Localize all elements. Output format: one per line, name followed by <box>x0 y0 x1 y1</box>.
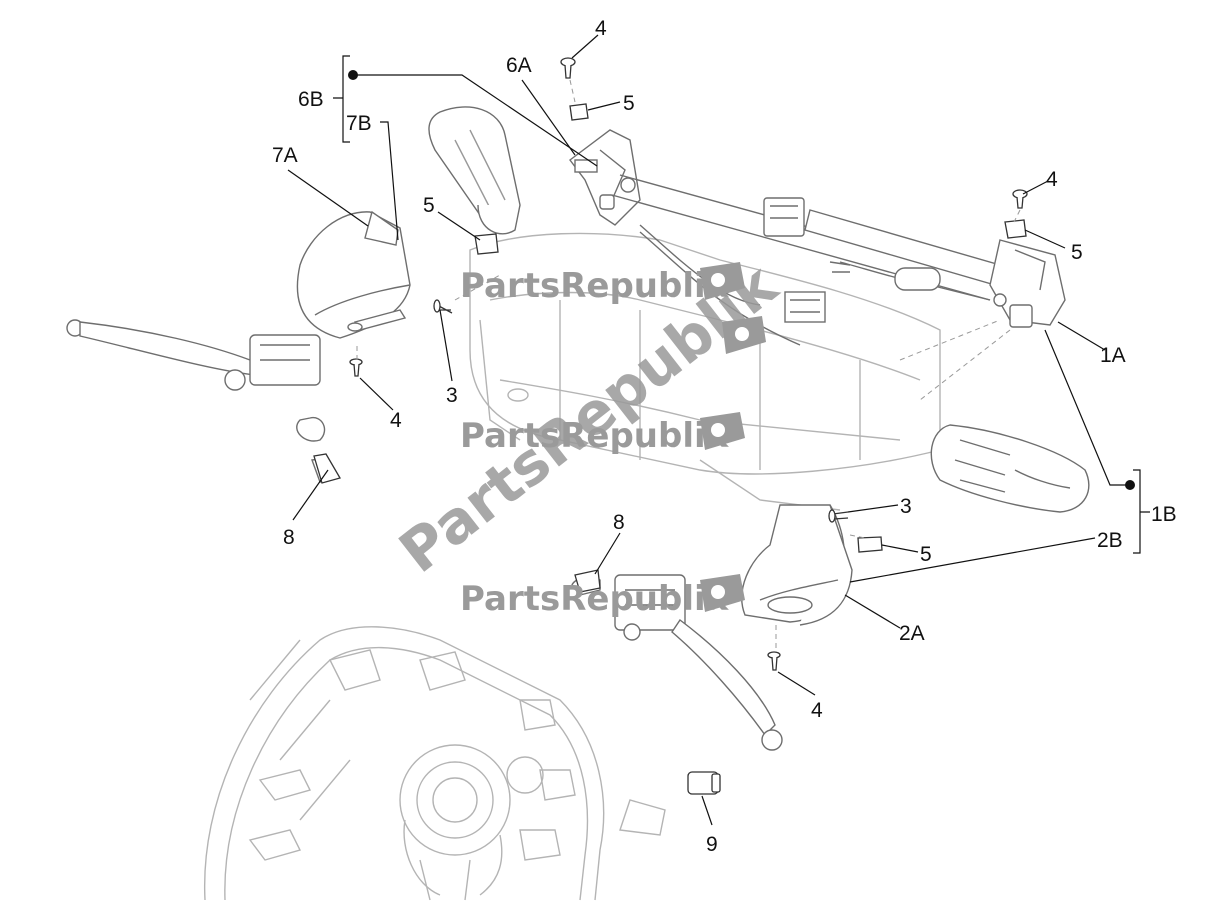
clip-5-left <box>474 233 499 255</box>
leader-2b <box>849 537 1096 583</box>
watermark-text-1: PartsRepublik <box>460 266 730 306</box>
leader-1a <box>1057 321 1106 351</box>
callout-3-right: 3 <box>900 495 912 518</box>
leader-7a <box>287 169 369 227</box>
small-parts <box>313 57 1028 795</box>
clip-5-lower <box>857 536 883 553</box>
callout-5-left: 5 <box>423 194 435 217</box>
callout-8-left: 8 <box>283 526 295 549</box>
right-grip <box>930 424 1090 513</box>
leader-4d <box>777 671 816 696</box>
callout-5-top: 5 <box>623 92 635 115</box>
right-brake-lever <box>571 574 783 751</box>
leader-8b <box>594 532 621 575</box>
watermark-text-2: PartsRepublik <box>460 416 730 456</box>
callout-7b: 7B <box>346 112 372 135</box>
leader-lines <box>287 34 1150 826</box>
callout-labels: 4 6A 5 6B 7B 7A 5 4 5 1A 3 4 8 1B 3 2B 8… <box>272 17 1177 856</box>
callout-4-right: 4 <box>1046 168 1058 191</box>
leader-4b <box>359 377 394 411</box>
callout-4-lower: 4 <box>811 699 823 722</box>
left-handguard <box>296 210 411 339</box>
watermark-layer: PartsRepublik PartsRepublik PartsRepubli… <box>387 250 791 619</box>
callout-9: 9 <box>706 833 718 856</box>
callout-3-left: 3 <box>446 384 458 407</box>
leader-5d <box>881 544 919 553</box>
leader-5b <box>437 211 481 241</box>
assembly-guides <box>356 79 1021 652</box>
callout-4-top: 4 <box>595 17 607 40</box>
callout-8-right: 8 <box>613 511 625 534</box>
leader-5c <box>1024 229 1066 249</box>
callout-6a: 6A <box>506 54 532 77</box>
switch-8-left <box>313 453 341 484</box>
dot-1b <box>1125 480 1135 490</box>
leader-7b <box>380 121 399 241</box>
leader-3a <box>439 309 453 382</box>
screw-4-top <box>560 57 576 67</box>
bracket-1b <box>1133 469 1150 554</box>
leader-6a <box>521 79 576 156</box>
right-switch-assembly <box>763 197 1066 328</box>
leader-4c <box>1022 180 1049 195</box>
callout-5-right: 5 <box>1071 241 1083 264</box>
switch-8-right <box>574 569 601 593</box>
left-brake-lever <box>66 319 340 483</box>
callout-7a: 7A <box>272 144 298 167</box>
callout-1a: 1A <box>1100 344 1126 367</box>
callout-2b: 2B <box>1097 529 1123 552</box>
leader-5a <box>587 101 621 111</box>
callout-4-left: 4 <box>390 409 402 432</box>
callout-1b: 1B <box>1151 503 1177 526</box>
right-handguard <box>741 504 853 626</box>
left-switch-housing <box>569 129 641 226</box>
dot-6b <box>348 70 358 80</box>
callout-5-lower: 5 <box>920 543 932 566</box>
leader-8a <box>292 469 329 521</box>
callout-2a: 2A <box>899 622 925 645</box>
leader-2a <box>844 594 901 629</box>
leader-1b <box>1044 329 1130 486</box>
leader-4a <box>571 34 599 59</box>
watermark-text-3: PartsRepublik <box>460 579 730 619</box>
clip-5-top <box>569 103 589 121</box>
leader-6b-dot <box>353 74 598 167</box>
left-grip <box>428 106 521 235</box>
scooter-frame <box>203 232 941 901</box>
screw-4-right <box>1012 189 1028 199</box>
callout-6b: 6B <box>298 88 324 111</box>
bracket-6b <box>333 55 350 143</box>
screw-3-right <box>832 511 849 520</box>
clip-5-right <box>1004 219 1027 239</box>
leader-9 <box>701 795 713 826</box>
gear-flag-icon <box>700 262 766 612</box>
leader-3b <box>847 504 899 513</box>
